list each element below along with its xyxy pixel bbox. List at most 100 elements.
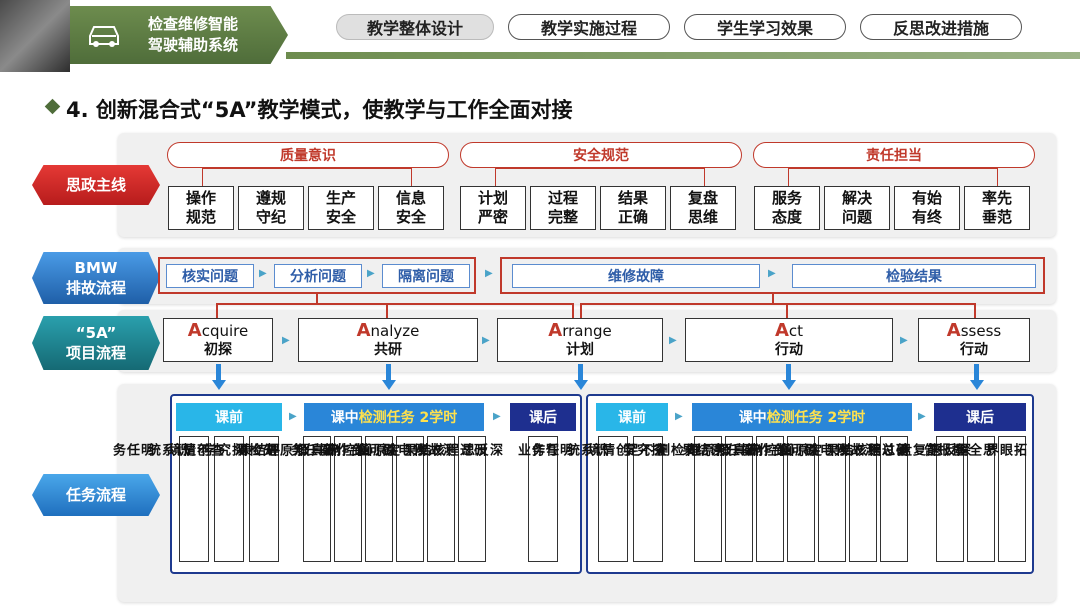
task-step: 初 问 诊 辨 真 假 [716, 436, 815, 562]
row-label-task: 任务流程 [32, 474, 160, 516]
car-icon [86, 18, 122, 50]
arrow-right-icon: ▶ [367, 268, 375, 279]
sizheng-item: 结果 正确 [600, 186, 666, 230]
task-step: 初 问 诊 辨 真 假 [294, 436, 393, 562]
task-step: 创 情 境 明 任 务 [529, 436, 628, 562]
connector-line [572, 303, 574, 318]
sizheng-item: 遵规 守纪 [238, 186, 304, 230]
bmw-step-check: 检验结果 [792, 264, 1036, 288]
connector-line [580, 303, 582, 318]
task-step: 分 电 路 懂 控 制 [325, 436, 424, 562]
arrow-right-icon: ▶ [485, 268, 493, 279]
task-step: 思 全 程 能 复 盘 [896, 436, 995, 562]
task-step: 评 结 果 查 不 足 [623, 436, 722, 562]
task-step: 写 作 业 深 反 思 [459, 436, 558, 562]
fivea-step-analyze: Analyze 共研 [298, 318, 478, 362]
sizheng-item: 有始 有终 [894, 186, 960, 230]
tab-teaching-process[interactable]: 教学实施过程 [508, 14, 670, 40]
connector-line [772, 294, 774, 303]
sizheng-item: 计划 严密 [460, 186, 526, 230]
connector-line [316, 294, 318, 304]
sizheng-bracket-1 [202, 168, 412, 186]
task-step: 分 电 路 懂 控 制 [747, 436, 846, 562]
tab-teaching-design[interactable]: 教学整体设计 [336, 14, 494, 40]
down-arrow-stem [578, 364, 583, 380]
bmw-group-left-frame [158, 257, 476, 294]
sizheng-group-quality: 质量意识 [167, 142, 449, 168]
task-step: 测 故 障 定 原 因 [356, 436, 455, 562]
down-arrow-stem [216, 364, 221, 380]
arrow-right-icon: ▶ [768, 268, 776, 279]
down-arrow-icon [970, 380, 984, 390]
sizheng-group-safety: 安全规范 [460, 142, 742, 168]
header-logo-text: 检查维修智能 驾驶辅助系统 [148, 15, 239, 54]
connector-line [216, 303, 218, 318]
connector-line [386, 303, 388, 318]
connector-line [580, 303, 975, 305]
task-step: 接 任 务 先 检 测 [232, 436, 331, 562]
tab-learning-effect[interactable]: 学生学习效果 [684, 14, 846, 40]
phase-pre-class: 课前 [596, 403, 668, 431]
fivea-step-arrange: Arrange 计划 [497, 318, 663, 362]
phase-in-class: 课中 检测任务 2学时 [304, 403, 484, 431]
sizheng-item: 生产 安全 [308, 186, 374, 230]
page-title: 4. 创新混合式“5A”教学模式，使教学与工作全面对接 [66, 98, 573, 122]
sizheng-bracket-3 [788, 168, 998, 186]
sizheng-bracket-2 [495, 168, 705, 186]
bmw-step-isolate: 隔离问题 [382, 264, 470, 288]
arrow-right-icon: ▶ [259, 268, 267, 279]
down-arrow-stem [786, 364, 791, 380]
arrow-right-icon: ▶ [669, 335, 677, 346]
down-arrow-icon [782, 380, 796, 390]
task-step: 创 情 境 明 任 务 [110, 436, 209, 562]
arrow-right-icon: ▶ [493, 411, 501, 422]
bmw-step-analyze: 分析问题 [274, 264, 362, 288]
task-step: 测 故 障 定 原 因 [778, 436, 877, 562]
sizheng-item: 复盘 思维 [670, 186, 736, 230]
arrow-right-icon: ▶ [282, 335, 290, 346]
sizheng-item: 解决 问题 [824, 186, 890, 230]
arrow-right-icon: ▶ [675, 411, 683, 422]
sizheng-item: 率先 垂范 [964, 186, 1030, 230]
task-step: 合 作 研 知 原 理 [263, 436, 362, 562]
arrow-right-icon: ▶ [918, 411, 926, 422]
connector-line [786, 303, 788, 318]
task-step: 研 过 程 核 结 果 [823, 436, 908, 562]
arrow-right-icon: ▶ [900, 335, 908, 346]
task-step: 研 过 程 核 结 果 [401, 436, 486, 562]
sizheng-item: 服务 态度 [754, 186, 820, 230]
phase-pre-class: 课前 [176, 403, 282, 431]
arrow-right-icon: ▶ [289, 411, 297, 422]
fivea-step-assess: Assess 行动 [918, 318, 1030, 362]
down-arrow-icon [382, 380, 396, 390]
bmw-step-verify: 核实问题 [166, 264, 254, 288]
bmw-group-right-frame [500, 257, 1045, 294]
task-step: 探 究 学 识 系 统 [564, 436, 663, 562]
fivea-step-acquire: Acquire 初探 [163, 318, 273, 362]
sizheng-item: 操作 规范 [168, 186, 234, 230]
fivea-step-act: Act 行动 [685, 318, 893, 362]
down-arrow-stem [386, 364, 391, 380]
bmw-step-repair: 维修故障 [512, 264, 760, 288]
task-step: 合 作 研 知 原 理 [685, 436, 784, 562]
down-arrow-icon [574, 380, 588, 390]
row-label-sizheng: 思政主线 [32, 165, 160, 205]
task-step: 评 结 果 查 不 足 [180, 436, 279, 562]
header-divider-line [286, 52, 1080, 59]
row-label-fivea: “5A” 项目流程 [32, 316, 160, 370]
row-label-bmw: BMW 排故流程 [32, 252, 160, 304]
task-step: 接 任 务 先 检 测 [654, 436, 753, 562]
sizheng-item: 信息 安全 [378, 186, 444, 230]
sizheng-item: 过程 完整 [530, 186, 596, 230]
tab-reflection[interactable]: 反思改进措施 [860, 14, 1022, 40]
phase-in-class: 课中 检测任务 2学时 [692, 403, 912, 431]
task-step: 撰 报 告 善 总 结 [865, 436, 964, 562]
connector-line [974, 303, 976, 318]
header-photo [0, 0, 70, 72]
task-step: 探 究 学 识 系 统 [145, 436, 244, 562]
title-bullet-diamond [44, 98, 61, 115]
sizheng-group-responsibility: 责任担当 [753, 142, 1035, 168]
phase-post-class: 课后 [934, 403, 1026, 431]
task-step: 拓 眼 界 深 反 思 [927, 436, 1026, 562]
phase-post-class: 课后 [510, 403, 576, 431]
